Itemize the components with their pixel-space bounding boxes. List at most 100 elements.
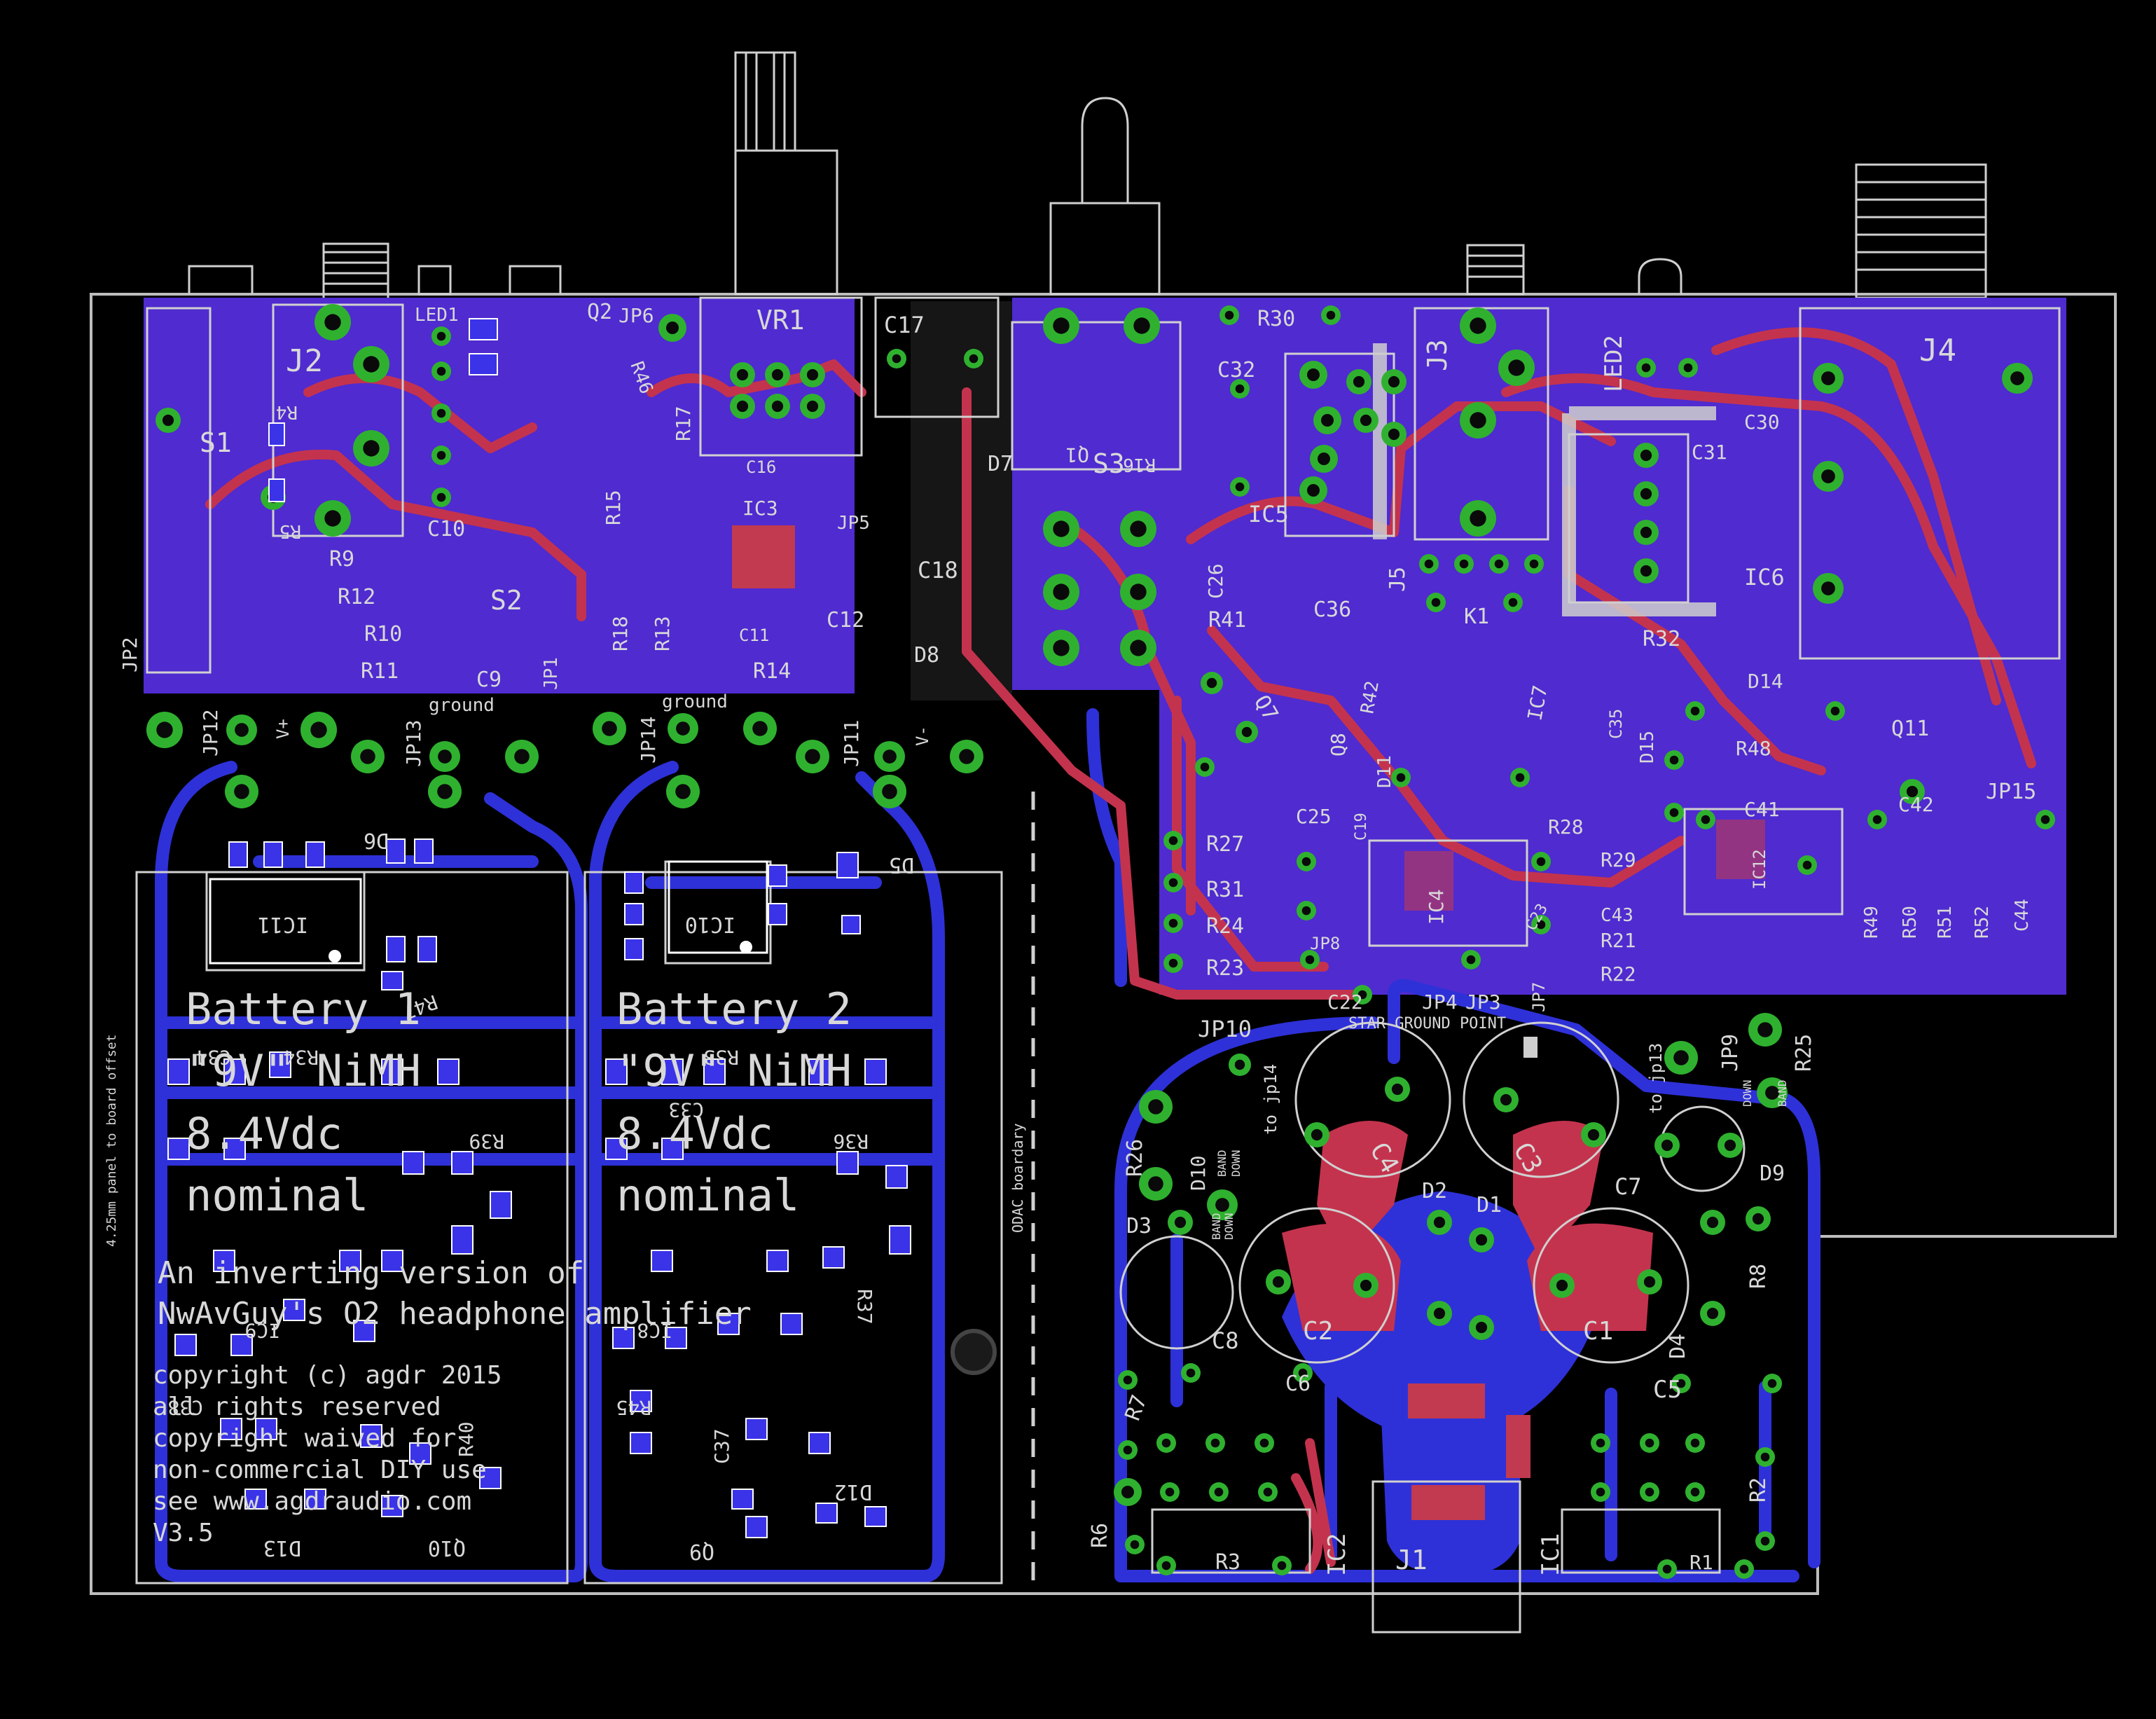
drill-hole [1214, 1487, 1224, 1497]
ref-C8: C8 [1212, 1327, 1239, 1354]
smd-pad [841, 915, 861, 934]
drill-hole [436, 450, 446, 460]
ref-R11: R11 [361, 659, 399, 684]
drill-hole [1186, 1368, 1196, 1378]
drill-hole [1645, 1487, 1654, 1497]
smd-pad [661, 1138, 684, 1160]
to-jp13-label: to jp13 [1646, 1043, 1666, 1114]
ref-JP8: JP8 [1310, 934, 1340, 953]
drill-hole [1640, 565, 1652, 577]
drill-hole [1690, 706, 1700, 716]
drill-hole [1168, 836, 1178, 845]
drill-hole [324, 314, 341, 331]
drill-hole [1161, 1438, 1171, 1448]
ref-IC2: IC2 [1323, 1533, 1351, 1576]
ref-D11: D11 [1374, 755, 1395, 788]
drill-hole [1133, 317, 1150, 334]
drill-hole [1508, 598, 1518, 607]
drill-hole [436, 331, 446, 341]
smd-pad [451, 1151, 474, 1175]
copyright-line-2: all rights reserved [153, 1393, 441, 1421]
copyright-line-1: copyright (c) agdr 2015 [153, 1361, 502, 1390]
drill-hole [1475, 1321, 1488, 1334]
drill-hole [1168, 918, 1178, 928]
ref-D10: D10 [1187, 1155, 1210, 1191]
ref-R3: R3 [1215, 1550, 1241, 1575]
drill-hole [438, 750, 452, 764]
drill-hole [1676, 1379, 1686, 1388]
drill-hole [1757, 1022, 1773, 1037]
drill-hole [1683, 363, 1693, 373]
ref-Q1: Q1 [1065, 443, 1089, 467]
ref-C11: C11 [739, 626, 769, 645]
drill-hole [363, 356, 380, 373]
ref-IC5: IC5 [1248, 501, 1289, 527]
battery2-title: Battery 2 [616, 983, 852, 1035]
drill-hole [234, 784, 249, 799]
smd-pad [768, 903, 787, 925]
ref-C19: C19 [1353, 813, 1370, 841]
drill-hole [1500, 1093, 1512, 1106]
ref-JP10: JP10 [1198, 1016, 1252, 1042]
drill-hole [1263, 1487, 1273, 1497]
smd-pad [213, 1250, 235, 1272]
drill-hole [1669, 755, 1679, 765]
drill-hole [1123, 1445, 1133, 1455]
ref-C1: C1 [1583, 1317, 1613, 1346]
drill-hole [1215, 1198, 1229, 1212]
ref-R6: R6 [1088, 1523, 1112, 1548]
ref-D5: D5 [889, 852, 914, 877]
drill-hole [1053, 520, 1070, 537]
v-minus-label: V- [913, 726, 932, 746]
ref-J4: J4 [1919, 333, 1956, 368]
smd-pad [451, 1225, 474, 1255]
drill-hole [1433, 1307, 1446, 1320]
drill-hole [676, 722, 690, 736]
ref-IC6: IC6 [1744, 564, 1785, 591]
drill-hole [1360, 1279, 1372, 1292]
drill-hole [1596, 1438, 1605, 1448]
drill-hole [1767, 1379, 1777, 1388]
smd-pad [822, 1246, 845, 1269]
ref-R5: R5 [279, 520, 301, 541]
band-label-a: BAND [1215, 1150, 1229, 1177]
drill-hole [1640, 488, 1652, 500]
ref-LED1: LED1 [415, 305, 459, 326]
smd-pad [353, 1320, 375, 1342]
smd-pad [889, 1225, 911, 1255]
drill-hole [1307, 368, 1320, 381]
drill-hole [1130, 584, 1147, 600]
drill-hole [1760, 1452, 1770, 1462]
drill-hole [1669, 808, 1679, 817]
ref-C35: C35 [1606, 709, 1626, 739]
drill-hole [1765, 1086, 1779, 1100]
drill-hole [882, 784, 897, 799]
drill-hole [1168, 958, 1178, 968]
smd-pad [228, 841, 248, 868]
smd-pad [255, 1418, 277, 1440]
drill-hole [969, 354, 979, 364]
description-line-2: NwAvGuy's O2 headphone amplifier [158, 1296, 752, 1332]
drill-hole [1706, 1307, 1719, 1320]
drill-hole [1210, 1438, 1220, 1448]
smd-pad [490, 1191, 512, 1219]
drill-hole [1241, 726, 1252, 738]
smd-pad [864, 1506, 887, 1527]
description-text: An inverting version of NwAvGuy's O2 hea… [153, 1255, 752, 1547]
band-label-c: BAND [1210, 1213, 1223, 1240]
smd-pad [437, 1058, 459, 1085]
battery-labels: Battery 1 "9V" NiMH 8.4Vdc nominal Batte… [186, 983, 852, 1221]
drill-hole [1470, 317, 1486, 334]
drill-hole [1701, 815, 1711, 824]
ref-R34: R34 [283, 1046, 319, 1069]
drill-hole [1459, 559, 1469, 569]
smd-pad [665, 1327, 687, 1349]
drill-hole [1662, 1564, 1672, 1574]
drill-hole [1470, 510, 1486, 527]
smd-pad [360, 1424, 382, 1448]
odac-boundary-label: ODAC boardary [1009, 1123, 1026, 1233]
ref-LED2: LED2 [1600, 335, 1628, 392]
drill-hole [771, 400, 784, 413]
ref-R27: R27 [1206, 832, 1244, 857]
